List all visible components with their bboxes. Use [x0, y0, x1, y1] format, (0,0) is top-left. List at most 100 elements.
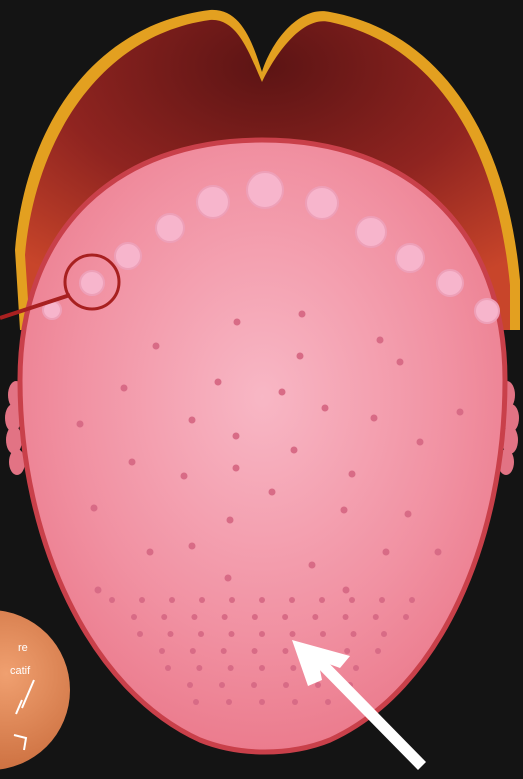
papilla-dot	[109, 597, 115, 603]
circumvallate-papilla	[80, 271, 104, 295]
papilla-dot	[191, 614, 197, 620]
side-bubble-circle	[0, 610, 70, 770]
papilla-dot	[405, 511, 412, 518]
papilla-dot	[187, 682, 193, 688]
papilla-dot	[457, 409, 464, 416]
papilla-dot	[417, 439, 424, 446]
papilla-dot	[153, 343, 160, 350]
papilla-dot	[403, 614, 409, 620]
papilla-dot	[315, 682, 321, 688]
papilla-dot	[147, 549, 154, 556]
papilla-dot	[283, 682, 289, 688]
papilla-dot	[137, 631, 143, 637]
circumvallate-papilla	[247, 172, 283, 208]
papilla-dot	[349, 471, 356, 478]
papilla-dot	[159, 648, 165, 654]
papilla-dot	[228, 665, 234, 671]
papilla-dot	[252, 648, 258, 654]
circumvallate-papilla	[475, 299, 499, 323]
papilla-dot	[282, 614, 288, 620]
papilla-dot	[371, 415, 378, 422]
papilla-dot	[312, 614, 318, 620]
papilla-dot	[291, 447, 298, 454]
papilla-dot	[269, 489, 276, 496]
papilla-dot	[351, 631, 357, 637]
papilla-dot	[161, 614, 167, 620]
side-label-line-1: re	[18, 642, 28, 654]
papilla-dot	[325, 699, 331, 705]
papilla-dot	[229, 597, 235, 603]
papilla-dot	[222, 614, 228, 620]
papilla-dot	[139, 597, 145, 603]
papilla-dot	[299, 311, 306, 318]
papilla-dot	[95, 587, 102, 594]
papilla-dot	[279, 389, 286, 396]
papilla-dot	[409, 597, 415, 603]
papilla-dot	[289, 597, 295, 603]
side-label-line-2: catif	[10, 665, 31, 677]
papilla-dot	[196, 665, 202, 671]
papilla-dot	[375, 648, 381, 654]
papilla-dot	[229, 631, 235, 637]
papilla-dot	[190, 648, 196, 654]
papilla-dot	[233, 465, 240, 472]
papilla-dot	[322, 405, 329, 412]
papilla-dot	[319, 597, 325, 603]
papilla-dot	[189, 417, 196, 424]
papilla-dot	[226, 699, 232, 705]
papilla-dot	[198, 631, 204, 637]
papilla-dot	[344, 648, 350, 654]
circumvallate-papilla	[156, 214, 184, 242]
papilla-dot	[435, 549, 442, 556]
papilla-dot	[131, 614, 137, 620]
papilla-dot	[320, 631, 326, 637]
papilla-dot	[377, 337, 384, 344]
papilla-dot	[290, 631, 296, 637]
circumvallate-papilla	[115, 243, 141, 269]
papilla-dot	[169, 597, 175, 603]
tongue-body	[20, 140, 505, 752]
papilla-dot	[233, 433, 240, 440]
papilla-dot	[225, 575, 232, 582]
papilla-dot	[91, 505, 98, 512]
papilla-dot	[383, 549, 390, 556]
side-label-bubble: re catif	[0, 610, 70, 770]
papilla-dot	[282, 648, 288, 654]
papilla-dot	[292, 699, 298, 705]
papilla-dot	[353, 665, 359, 671]
circumvallate-papilla	[356, 217, 386, 247]
papilla-dot	[290, 665, 296, 671]
papilla-dot	[341, 507, 348, 514]
papilla-dot	[77, 421, 84, 428]
papilla-dot	[168, 631, 174, 637]
papilla-dot	[199, 597, 205, 603]
papilla-dot	[373, 614, 379, 620]
papilla-dot	[252, 614, 258, 620]
papilla-dot	[129, 459, 136, 466]
papilla-dot	[165, 665, 171, 671]
papilla-dot	[215, 379, 222, 386]
papilla-dot	[297, 353, 304, 360]
papilla-dot	[379, 597, 385, 603]
papilla-dot	[343, 587, 350, 594]
papilla-dot	[227, 517, 234, 524]
papilla-dot	[121, 385, 128, 392]
circumvallate-papilla	[396, 244, 424, 272]
papilla-dot	[259, 597, 265, 603]
papilla-dot	[381, 631, 387, 637]
papilla-dot	[189, 543, 196, 550]
papilla-dot	[219, 682, 225, 688]
papilla-dot	[181, 473, 188, 480]
papilla-dot	[343, 614, 349, 620]
papilla-dot	[251, 682, 257, 688]
papilla-dot	[221, 648, 227, 654]
papilla-dot	[234, 319, 241, 326]
papilla-dot	[309, 562, 316, 569]
papilla-dot	[397, 359, 404, 366]
papilla-dot	[349, 597, 355, 603]
circumvallate-papilla	[197, 186, 229, 218]
papilla-dot	[259, 631, 265, 637]
circumvallate-papilla	[437, 270, 463, 296]
papilla-dot	[193, 699, 199, 705]
